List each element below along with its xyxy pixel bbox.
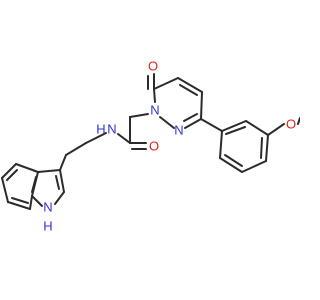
- atom-label-amide-nitrogen: N: [107, 122, 116, 137]
- bond-ind-c5-c6: [1, 177, 9, 203]
- bond-c3-n2-double: [183, 113, 198, 122]
- bond-ind-c3-c2: [59, 169, 65, 193]
- bond-c4-c3: [200, 91, 203, 120]
- bond-ind-c4-c5: [1, 163, 17, 179]
- bond-ind-c2-n1: [54, 191, 65, 205]
- bond-ind-c3-c3a: [37, 169, 61, 173]
- bond-ind-c7-c7a: [29, 195, 33, 210]
- bond-ind-d3: [31, 176, 37, 193]
- bond-ph-6: [219, 130, 223, 159]
- bond-ind-d2: [11, 197, 29, 204]
- bond-ind-n1-c7a: [31, 195, 43, 207]
- bond-ph-4: [241, 160, 267, 173]
- bond-ch2-ch2: [65, 142, 87, 156]
- bond-ch2-indole-c3: [59, 154, 67, 171]
- bond-ind-d1: [6, 169, 18, 181]
- bond-ph-1: [221, 120, 247, 132]
- molecule-structure-diagram: O N N O O N H N H: [1, 59, 300, 234]
- bond-ph-2: [245, 120, 269, 136]
- bond-nh-ch2: [85, 132, 107, 144]
- bond-ind-c3a-c4: [15, 163, 39, 173]
- atom-label-n1: N: [150, 103, 159, 118]
- atom-label-amide-oxygen: O: [149, 139, 159, 154]
- bond-c6-c5: [153, 77, 179, 90]
- atom-label-carbonyl-oxygen: O: [148, 59, 158, 74]
- bond-ph-d3: [224, 154, 243, 167]
- bond-c5-c4: [177, 77, 203, 93]
- bond-n2-n1: [159, 116, 175, 129]
- atom-label-methoxy-oxygen: O: [286, 117, 296, 132]
- bond-lines: [1, 73, 300, 210]
- bond-ph-d1: [225, 126, 246, 135]
- bond-c3-phenyl: [200, 118, 223, 132]
- atom-label-amide-hydrogen: H: [96, 122, 105, 137]
- bond-ph-ome: [267, 123, 285, 136]
- bond-n1-c6: [153, 88, 156, 103]
- bond-o-ch3: [297, 117, 300, 125]
- bond-ind-c6-c7: [7, 201, 31, 210]
- atom-label-indole-nitrogen: N: [43, 200, 52, 215]
- atom-label-indole-hydrogen: H: [43, 219, 52, 234]
- bond-co-nh: [117, 133, 131, 144]
- bond-ph-5: [219, 157, 243, 173]
- bond-ind-c2-c3-double: [55, 175, 60, 190]
- atom-label-n2: N: [174, 123, 183, 138]
- bond-ph-3: [265, 134, 269, 162]
- bond-ph-d2: [260, 137, 263, 159]
- atom-labels: O N N O O N H N H: [43, 59, 296, 234]
- bond-n1-ch2: [129, 113, 149, 118]
- bond-c3-n2: [184, 118, 202, 129]
- bond-c5-c4-double: [179, 84, 198, 96]
